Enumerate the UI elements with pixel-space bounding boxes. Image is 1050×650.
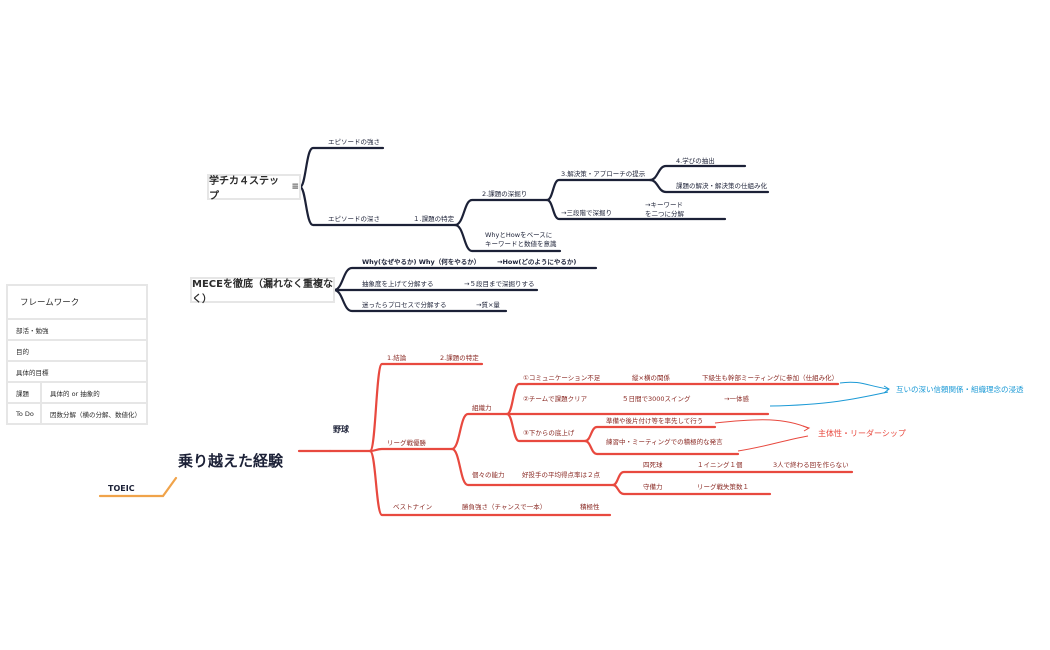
framework-row: 具体的目標 [8,360,146,381]
step3-label: 3.解決策・アプローチの提示 [561,169,646,178]
framework-row: To Do 因数分解（横の分解、数値化） [8,402,146,423]
mece-root-box[interactable]: MECEを徹底（漏れなく重複なく） [190,277,335,305]
gakuchika-labels: エピソードの強さ エピソードの深さ １.課題の特定 2.課題の深掘り 3.解決策… [328,138,768,248]
walk-label: 四死球 [643,460,663,469]
trust-connectors [769,381,890,407]
mece-item1b: →How(どのようにやるか) [497,257,576,266]
o1-end-label: 下級生も幹部ミーティングに参加（仕組み化） [702,373,838,382]
framework-row: 目的 [8,339,146,360]
keyword-line2: を二つに分解 [645,209,685,218]
walk-end-label: 3人で終わる回を作らない [773,460,849,469]
framework-row-value: 因数分解（横の分解、数値化） [50,410,141,419]
mece-item2b: →５段目まで深掘りする [464,279,534,288]
mece-labels: Why(なぜやるか) Why（何をやるか） →How(どのようにやるか) 抽象度… [362,257,576,309]
gakuchika-root-label: 学チカ４ステップ [209,176,279,202]
org-label: 組織力 [472,403,492,412]
framework-row-label: 具体的目標 [16,368,49,377]
baseball-label: 野球 [333,424,350,434]
framework-row-value: 具体的 or 抽象的 [50,389,100,398]
keyword-line1: →キーワード [645,201,683,209]
framework-title: フレームワーク [20,298,80,308]
indiv-label: 個々の能力 [472,470,505,479]
b1-label: 1.結論 [387,353,407,362]
mece-item2a: 抽象度を上げて分解する [362,279,434,288]
b1-sub-label: 2.課題の特定 [440,353,479,362]
step2-label: 2.課題の深掘り [482,189,527,198]
episode-strength-label: エピソードの強さ [328,138,380,146]
mece-item3b: →質×量 [476,300,500,309]
framework-row-label: 課題 [8,383,42,402]
best9-label: ベストナイン [393,503,432,511]
defense-mid-label: リーグ戦失策数１ [697,482,749,491]
walk-mid-label: １イニング１個 [697,460,743,469]
framework-row-label: To Do [8,404,42,423]
best9-mid-label: 勝負強さ（チャンスで一本） [462,502,546,511]
o2-label: ②チームで課題クリア [523,394,588,403]
step4-label: 4.学びの抽出 [676,156,715,165]
framework-row: 課題 具体的 or 抽象的 [8,381,146,402]
framework-box[interactable]: フレームワーク 部活・勉強 目的 具体的目標 課題 具体的 or 抽象的 To … [6,284,148,425]
o3-a-label: 準備や後片付け等を率先して行う [606,416,703,425]
mece-branches [332,266,598,313]
framework-row-label: 部活・勉強 [16,326,49,335]
mece-item1a: Why(なぜやるか) Why（何をやるか） [362,257,480,266]
framework-row-label: 目的 [16,347,29,356]
defense-label: 守備力 [643,482,663,491]
o1-label: ①コミュニケーション不足 [523,374,601,382]
mece-root-label: MECEを徹底（漏れなく重複なく） [192,279,333,305]
experience-labels: 1.結論 2.課題の特定 リーグ戦優勝 組織力 ①コミュニケーション不足 縦×横… [387,353,849,511]
why-how-line1: WhyとHowをベースに [485,231,552,239]
step1-label: １.課題の特定 [413,214,455,223]
why-how-line2: キーワードと数値を意識 [485,239,557,248]
o1-mid-label: 縦×横の関係 [632,373,670,382]
experience-branches [297,362,854,517]
three-steps-label: →三段階で深掘り [561,208,612,217]
note-icon: ≡ [291,182,299,192]
toeic-label: TOEIC [108,484,135,493]
league-label: リーグ戦優勝 [387,438,427,447]
o2-end-label: →一体感 [724,394,749,403]
leadership-label: 主体性・リーダーシップ [818,428,906,438]
toeic-branch [98,476,178,498]
leadership-connectors [714,419,811,452]
trust-label: 互いの深い信頼関係・組織理念の浸透 [896,384,1024,394]
o3-b-label: 練習中・ミーティングでの積極的な発言 [606,437,723,446]
mece-item3a: 迷ったらプロセスで分解する [362,300,447,309]
episode-depth-label: エピソードの深さ [328,214,380,223]
gakuchika-root-box[interactable]: 学チカ４ステップ ≡ [207,174,301,202]
gakuchika-branches [298,146,770,253]
best9-end-label: 積極性 [580,502,600,511]
experience-root[interactable]: 乗り越えた経験 [178,452,284,470]
ind-main-label: 好投手の平均得点率は２点 [522,470,601,479]
framework-row: 部活・勉強 [8,318,146,339]
o3-label: ③下からの底上げ [523,428,575,437]
system-label: 課題の解決・解決策の仕組み化 [676,181,768,190]
o2-mid-label: ５日間で3000スイング [622,394,691,403]
